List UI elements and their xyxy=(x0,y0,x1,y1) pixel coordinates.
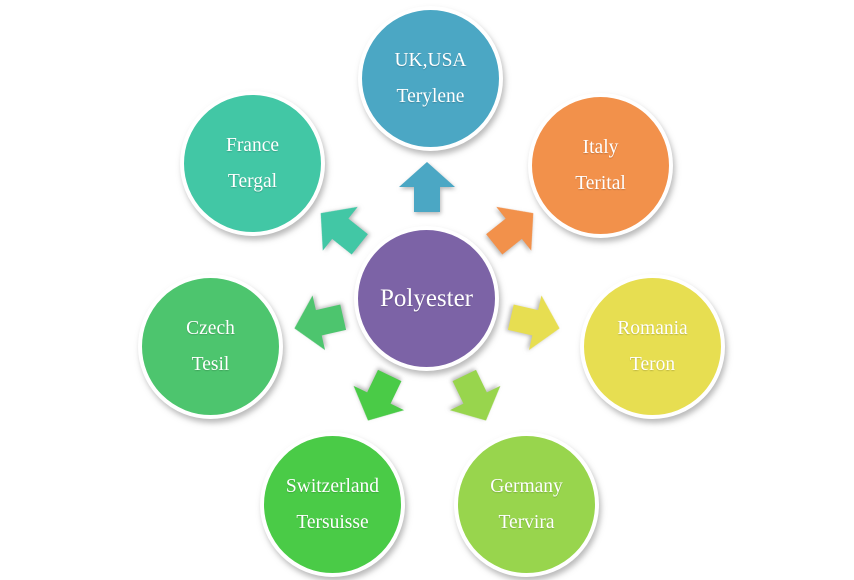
country-label: Italy xyxy=(582,136,619,158)
country-label: France xyxy=(225,134,280,156)
arrow-to-switzerland xyxy=(343,363,415,432)
country-label: Czech xyxy=(186,317,235,339)
country-label: Switzerland xyxy=(285,475,380,497)
node-uk-usa: UK,USA Terylene xyxy=(358,6,503,151)
node-switzerland: Switzerland Tersuisse xyxy=(260,432,405,577)
trade-name-label: Tesil xyxy=(191,354,230,375)
node-italy: Italy Terital xyxy=(528,93,673,238)
trade-name-label: Terylene xyxy=(396,86,465,107)
trade-name-label: Tergal xyxy=(227,171,278,192)
country-label: Romania xyxy=(617,317,688,339)
block-arrow-icon xyxy=(353,369,405,421)
arrow-to-romania xyxy=(505,290,566,356)
arrow-to-czech xyxy=(288,290,349,356)
country-label: Germany xyxy=(490,475,563,497)
block-arrow-icon xyxy=(486,206,534,255)
arrow-to-germany xyxy=(439,363,511,432)
block-arrow-icon xyxy=(507,295,560,351)
center-label: Polyester xyxy=(379,284,474,312)
trade-name-label: Teron xyxy=(629,354,676,375)
trade-name-label: Terital xyxy=(575,173,626,194)
arrow-to-uk-usa xyxy=(399,162,455,212)
arrow-to-italy xyxy=(477,191,551,266)
block-arrow-icon xyxy=(399,162,455,212)
node-czech: Czech Tesil xyxy=(138,274,283,419)
block-arrow-icon xyxy=(449,369,501,421)
arrow-to-france xyxy=(303,191,377,266)
trade-name-label: Tervira xyxy=(498,512,555,533)
node-romania: Romania Teron xyxy=(580,274,725,419)
block-arrow-icon xyxy=(320,206,368,255)
node-germany: Germany Tervira xyxy=(454,432,599,577)
trade-name-label: Tersuisse xyxy=(296,512,369,533)
block-arrow-icon xyxy=(294,295,347,351)
node-france: France Tergal xyxy=(180,91,325,236)
country-label: UK,USA xyxy=(394,49,467,71)
center-node-polyester: Polyester xyxy=(354,226,499,371)
